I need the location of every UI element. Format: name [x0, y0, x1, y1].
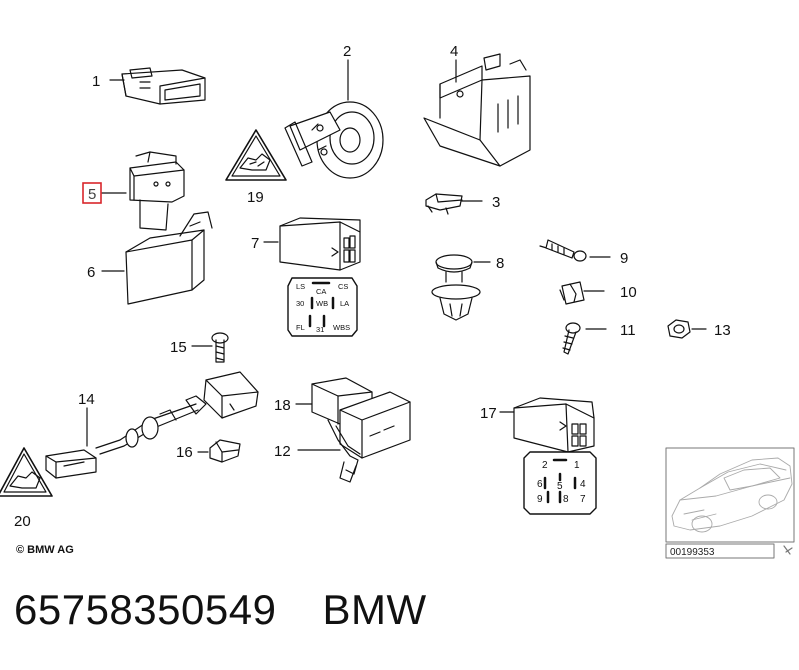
callout-18[interactable]: 18 — [274, 397, 291, 414]
callout-13[interactable]: 13 — [714, 322, 731, 339]
relay-17-pin-5: 5 — [557, 481, 563, 492]
callout-3[interactable]: 3 — [492, 194, 500, 211]
callout-2[interactable]: 2 — [343, 43, 351, 60]
relay-17-pin-6: 6 — [537, 479, 543, 490]
callout-14[interactable]: 14 — [78, 391, 95, 408]
part-number: 65758350549 — [14, 586, 277, 633]
callout-15[interactable]: 15 — [170, 339, 187, 356]
part-17-relay — [513, 397, 595, 453]
relay-17-pin-1: 1 — [574, 460, 580, 471]
callout-20[interactable]: 20 — [14, 513, 31, 530]
callout-7[interactable]: 7 — [251, 235, 259, 252]
brand-name: BMW — [322, 586, 427, 633]
relay-7-pin-31: 31 — [316, 325, 324, 334]
callout-10[interactable]: 10 — [620, 284, 637, 301]
callout-1[interactable]: 1 — [92, 73, 100, 90]
part-14-harness — [45, 371, 259, 479]
relay-7-pinout — [287, 277, 358, 337]
part-13-nut — [667, 319, 691, 339]
callout-12[interactable]: 12 — [274, 443, 291, 460]
callout-5[interactable]: 5 — [88, 186, 96, 203]
part-16-clip — [209, 439, 241, 463]
part-11-screw — [562, 322, 581, 355]
part-9-screw — [539, 239, 587, 262]
part-1-connector — [121, 67, 206, 105]
copyright-label: © BMW AG — [16, 544, 74, 556]
callout-11[interactable]: 11 — [620, 322, 636, 339]
relay-7-pin-fl: FL — [296, 323, 305, 332]
callout-17[interactable]: 17 — [480, 405, 497, 422]
relay-7-pin-la: LA — [340, 299, 349, 308]
part-10-clip — [559, 281, 585, 305]
callout-6[interactable]: 6 — [87, 264, 95, 281]
callout-4[interactable]: 4 — [450, 43, 458, 60]
part-12-bracket — [327, 419, 361, 483]
callout-9[interactable]: 9 — [620, 250, 628, 267]
relay-7-pin-wb: WB — [316, 299, 328, 308]
part-18-relay-block — [311, 377, 411, 459]
relay-17-pin-7: 7 — [580, 494, 586, 505]
relay-17-pin-2: 2 — [542, 460, 548, 471]
part-19-warning-triangle — [225, 129, 287, 181]
part-7-relay — [279, 217, 361, 271]
callout-8[interactable]: 8 — [496, 255, 504, 272]
part-4-bracket — [423, 53, 531, 167]
relay-7-pin-ls: LS — [296, 282, 305, 291]
part-3-clip — [425, 193, 463, 215]
callout-16[interactable]: 16 — [176, 444, 193, 461]
relay-7-pin-ca: CA — [316, 287, 326, 296]
part-8-rivet — [431, 254, 481, 321]
vehicle-thumbnail — [665, 447, 795, 559]
part-2-horn — [284, 101, 384, 179]
relay-17-pin-4: 4 — [580, 479, 586, 490]
document-number: 00199353 — [670, 547, 715, 558]
relay-7-pin-cs: CS — [338, 282, 348, 291]
part-6-cover — [125, 211, 213, 305]
part-5-relay — [129, 151, 185, 231]
relay-7-pin-30: 30 — [296, 299, 304, 308]
highlight-box-5 — [82, 182, 102, 204]
relay-7-pin-wbs: WBS — [333, 323, 350, 332]
relay-17-pin-9: 9 — [537, 494, 543, 505]
part-20-warning-triangle — [0, 447, 53, 497]
relay-17-pinout — [523, 451, 597, 515]
part-15-screw — [211, 332, 229, 363]
callout-19[interactable]: 19 — [247, 189, 264, 206]
relay-17-pin-8: 8 — [563, 494, 569, 505]
footer-caption: 65758350549 BMW — [14, 586, 427, 634]
